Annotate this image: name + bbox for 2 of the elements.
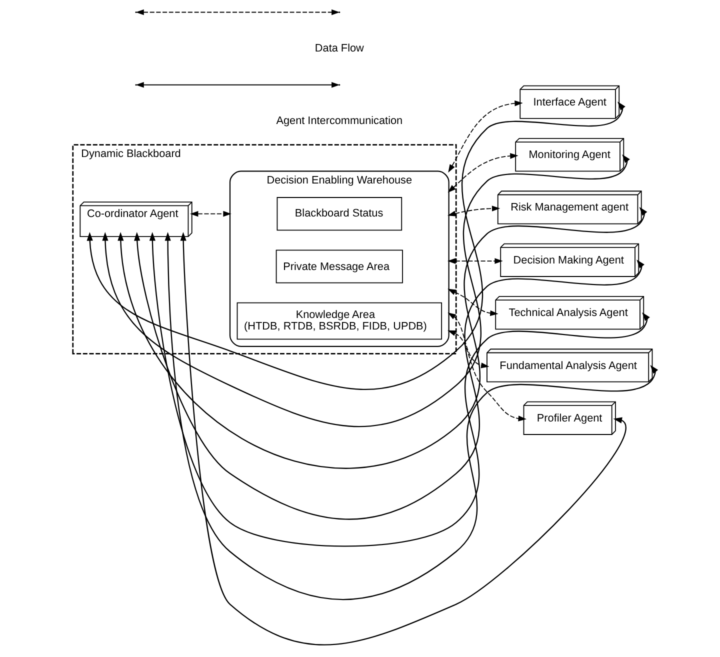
legend-label: Agent Intercommunication [276,115,402,128]
legend-label: Data Flow [314,42,364,54]
